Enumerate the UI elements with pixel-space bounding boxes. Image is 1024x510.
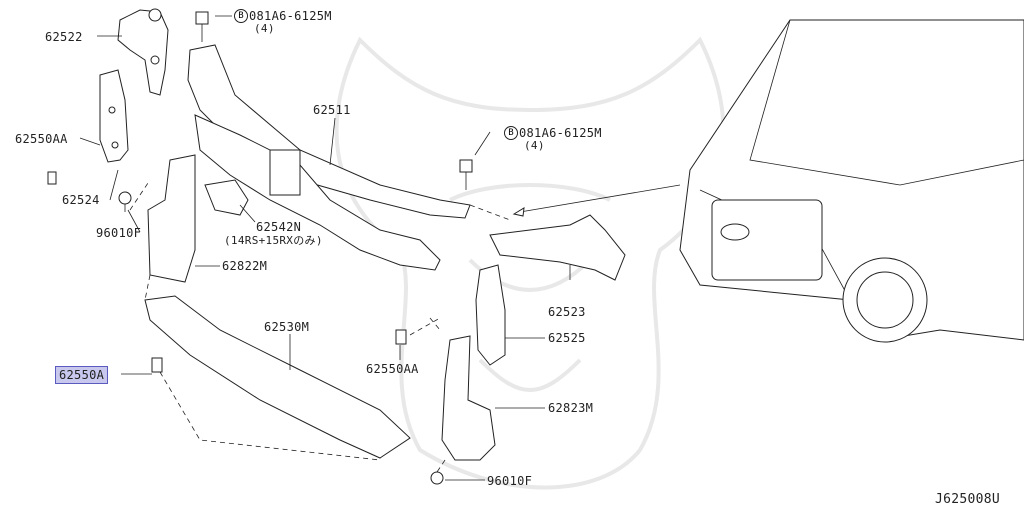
bolt-symbol-mid: B — [504, 126, 518, 140]
label-62823m: 62823M — [548, 401, 594, 415]
label-bolt-top-qty: (4) — [254, 22, 275, 35]
label-62550a-highlighted[interactable]: 62550A — [55, 366, 109, 384]
part-62524-bracket — [99, 69, 129, 163]
bolt-symbol-top: B — [234, 9, 248, 23]
part-62525-bracket — [475, 264, 506, 366]
vehicle-illustration — [679, 19, 1024, 343]
label-62542n: 62542N — [256, 220, 302, 234]
reference-code: J625008U — [935, 492, 1001, 507]
leader-lines — [79, 15, 681, 481]
label-62523: 62523 — [548, 305, 586, 319]
label-bolt-top: 081A6-6125M — [249, 9, 332, 23]
watermark-emblem — [334, 36, 726, 490]
bolt-62550a — [151, 357, 163, 373]
label-62524: 62524 — [62, 193, 100, 207]
label-62530m: 62530M — [264, 320, 310, 334]
part-62822m-air-guide — [147, 154, 196, 283]
label-62511: 62511 — [313, 103, 351, 117]
part-62523-bracket — [489, 214, 626, 281]
label-bolt-mid-qty: (4) — [524, 139, 545, 152]
part-62522-bracket — [117, 9, 169, 96]
label-62542n-note: (14RS+15RXのみ) — [224, 234, 323, 247]
label-62525: 62525 — [548, 331, 586, 345]
bolt-top — [195, 11, 209, 42]
part-62511-lower-frame — [194, 114, 441, 271]
part-62542n — [204, 179, 249, 216]
bolt-62550aa-left — [47, 171, 57, 185]
label-bolt-mid: 081A6-6125M — [519, 126, 602, 140]
label-62550aa-left: 62550AA — [15, 132, 68, 146]
label-96010f-bottom: 96010F — [487, 474, 533, 488]
label-62522: 62522 — [45, 30, 83, 44]
clip-96010f-left — [118, 191, 132, 212]
label-96010f-left: 96010F — [96, 226, 142, 240]
clip-96010f-bottom — [430, 471, 444, 485]
bolt-62550aa-mid — [395, 329, 407, 345]
part-62823m-air-guide — [441, 335, 496, 461]
label-62550aa-mid: 62550AA — [366, 362, 419, 376]
label-62822m: 62822M — [222, 259, 268, 273]
bolt-mid — [459, 159, 473, 190]
part-62530m-lower-support — [144, 295, 411, 459]
